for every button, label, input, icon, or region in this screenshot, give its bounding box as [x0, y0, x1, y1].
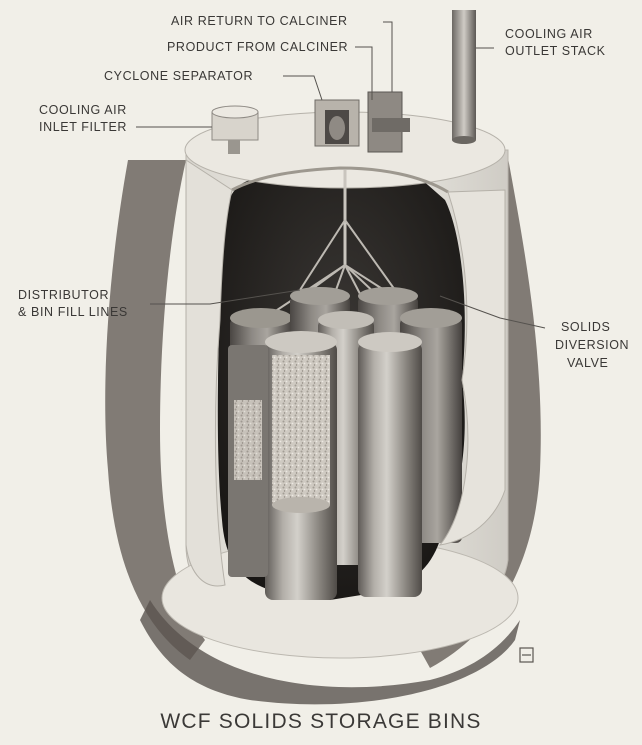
figure-caption: WCF SOLIDS STORAGE BINS [0, 710, 642, 734]
storage-bin-front-cutaway [265, 331, 337, 600]
cooling-air-outlet-stack [452, 10, 476, 140]
storage-bin-left-cutaway [228, 345, 268, 577]
label-distributor-line1: DISTRIBUTOR [18, 288, 109, 303]
label-cooling-air-inlet-line2: INLET FILTER [39, 120, 127, 135]
label-solids-line1: SOLIDS [561, 320, 610, 335]
artist-monogram [520, 648, 533, 662]
label-product-from-calciner: PRODUCT FROM CALCINER [167, 40, 348, 55]
label-distributor-line2: & BIN FILL LINES [18, 305, 128, 320]
label-cooling-air-outlet-line2: OUTLET STACK [505, 44, 606, 59]
storage-bin-front-right [358, 332, 422, 597]
label-cooling-air-outlet-line1: COOLING AIR [505, 27, 593, 42]
stored-solids [272, 355, 330, 505]
label-air-return: AIR RETURN TO CALCINER [171, 14, 348, 29]
label-cyclone-separator: CYCLONE SEPARATOR [104, 69, 253, 84]
label-cooling-air-inlet-line1: COOLING AIR [39, 103, 127, 118]
label-solids-line3: VALVE [567, 356, 608, 371]
cyclone-separator [315, 100, 359, 146]
label-solids-line2: DIVERSION [555, 338, 629, 353]
